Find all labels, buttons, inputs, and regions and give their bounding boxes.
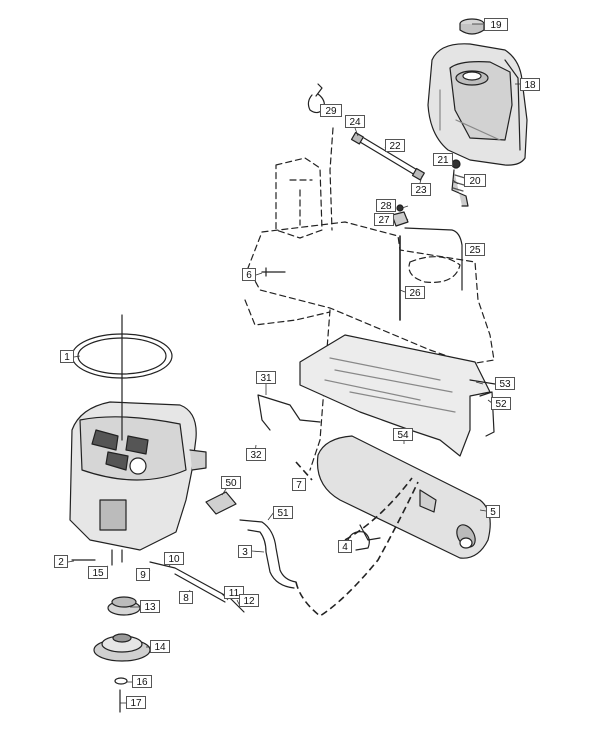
assembly-lines	[295, 461, 419, 617]
callout-26: 26	[405, 286, 425, 299]
callout-9: 9	[136, 568, 150, 581]
hose-clip	[307, 83, 325, 114]
callout-23: 23	[411, 183, 431, 196]
callout-29: 29	[320, 104, 342, 117]
callout-52: 52	[491, 397, 511, 410]
bracket-27	[391, 211, 409, 227]
callout-54: 54	[393, 428, 413, 441]
callout-20: 20	[464, 174, 486, 187]
callout-28: 28	[376, 199, 396, 212]
callout-8: 8	[179, 591, 193, 604]
callout-6: 6	[242, 268, 256, 281]
callout-1: 1	[60, 350, 74, 363]
gasket-31	[205, 491, 237, 515]
callout-24: 24	[345, 115, 365, 128]
callout-21: 21	[433, 153, 453, 166]
callout-22: 22	[385, 139, 405, 152]
callout-3: 3	[238, 545, 252, 558]
fuel-tank	[427, 43, 528, 166]
callout-12: 12	[239, 594, 259, 607]
washer-16	[114, 677, 128, 685]
heat-shield	[299, 334, 495, 457]
callout-15: 15	[88, 566, 108, 579]
callout-51: 32	[246, 448, 266, 461]
callout-25: 25	[465, 243, 485, 256]
fuel-cap	[459, 18, 485, 35]
callout-5: 5	[486, 505, 500, 518]
fuel-line	[350, 131, 425, 181]
callout-53: 53	[495, 377, 515, 390]
engine	[69, 401, 207, 566]
callout-17: 17	[126, 696, 146, 709]
callout-2: 2	[54, 555, 68, 568]
pulley-14	[93, 633, 151, 662]
callout-10: 10	[164, 552, 184, 565]
callout-32: 51	[273, 506, 293, 519]
callout-31: 50	[221, 476, 241, 489]
callout-16: 16	[132, 675, 152, 688]
throttle-cable	[404, 227, 463, 291]
callout-4: 4	[338, 540, 352, 553]
exhaust-pipe	[239, 519, 297, 589]
callout-27: 27	[374, 213, 394, 226]
callout-14: 14	[150, 640, 170, 653]
shaft-8	[149, 561, 245, 613]
callout-7: 7	[292, 478, 306, 491]
callout-19: 19	[484, 18, 508, 31]
pulley-13	[107, 596, 141, 616]
bracket-50	[257, 394, 321, 431]
screw-6	[261, 267, 286, 277]
clamp-4	[347, 531, 370, 551]
callout-50: 31	[256, 371, 276, 384]
bolt-53	[469, 379, 496, 385]
callout-18: 18	[520, 78, 540, 91]
muffler	[316, 435, 491, 559]
callout-13: 13	[140, 600, 160, 613]
